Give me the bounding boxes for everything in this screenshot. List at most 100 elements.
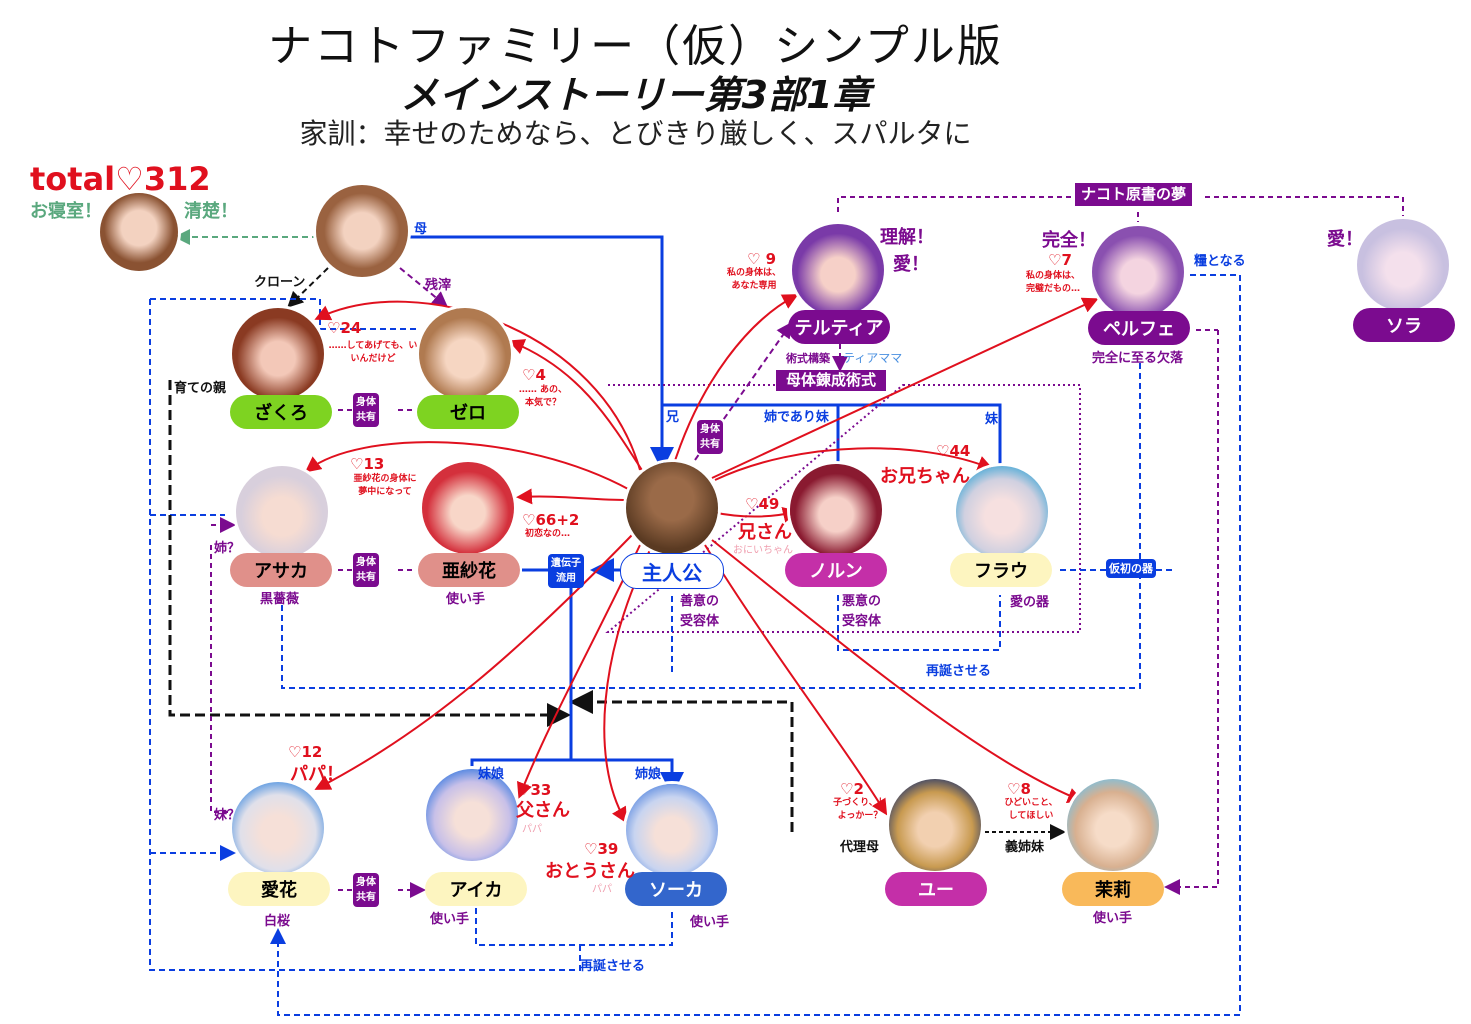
gene-reuse-badge: 遺伝子流用 (548, 554, 584, 588)
avatar-yu[interactable] (889, 779, 981, 871)
avatar-asaka[interactable] (236, 466, 328, 558)
label-younger-sister-q: 妹？ (214, 808, 241, 823)
affection-tertia: ♡ 9 (747, 250, 777, 268)
avatar-zero[interactable] (419, 308, 511, 400)
avatar-frau[interactable] (956, 466, 1048, 558)
label-surrogate: 代理母 (840, 840, 880, 855)
name-perfe[interactable]: ペルフェ (1088, 311, 1190, 345)
label-nourish: 糧となる (1194, 254, 1246, 269)
total-value: 312 (143, 160, 211, 198)
total-left-note: お寝室！ (30, 201, 102, 222)
label-sister-both: 姉であり妹 (764, 410, 829, 425)
quote-perfe: 私の身体は、完璧だもの… (1025, 271, 1080, 294)
aika-call-reading: パパ (522, 824, 542, 835)
name-aika-hana[interactable]: 愛花 (228, 872, 330, 906)
avatar-mari[interactable] (1067, 779, 1159, 871)
affection-zakuro: ♡24 (327, 319, 362, 337)
aika-hana-subtitle: 白桜 (264, 914, 291, 929)
quote-zero: …… あの、本気で？ (518, 385, 568, 408)
perfe-shout: 完全！ (1042, 230, 1096, 251)
avatar-sora[interactable] (1357, 219, 1449, 311)
soka-role: 使い手 (690, 915, 730, 930)
label-spell-build: 術式構築 (786, 352, 830, 365)
perfe-subtitle: 完全に至る欠落 (1092, 351, 1184, 366)
frau-subtitle: 愛の器 (1010, 595, 1050, 610)
total-label: total (30, 160, 116, 198)
avatar-aika-hana[interactable] (232, 782, 324, 874)
label-sister-in-law: 義姉妹 (1005, 840, 1045, 855)
badge-line: 共有 (356, 412, 376, 423)
name-protagonist[interactable]: 主人公 (620, 553, 724, 589)
diagram-title: ナコトファミリー（仮）シンプル版 (268, 21, 1003, 72)
norn-sub1: 悪意の (842, 594, 882, 609)
name-sora[interactable]: ソラ (1353, 308, 1455, 342)
name-aika[interactable]: アイカ (425, 872, 527, 906)
avatar-tertia[interactable] (792, 224, 884, 316)
label-elder-sister-q: 姉？ (214, 541, 241, 556)
name-zero[interactable]: ゼロ (417, 395, 519, 429)
avatar-zakuro[interactable] (232, 308, 324, 400)
name-frau[interactable]: フラウ (950, 553, 1052, 587)
body-share-badge: 身体共有 (353, 553, 379, 587)
label-tia-mama: ティアママ (843, 351, 903, 365)
badge-line: 共有 (356, 572, 376, 583)
affection-zero: ♡4 (522, 366, 546, 384)
avatar-norn[interactable] (790, 464, 882, 556)
tertia-shout-love: 愛！ (893, 254, 929, 275)
label-mother: 母 (414, 222, 428, 237)
badge-line: 遺伝子 (551, 558, 581, 569)
affection-asaka: ♡13 (350, 455, 385, 473)
name-tertia[interactable]: テルティア (788, 310, 890, 344)
tertia-shout-understand: 理解！ (880, 227, 934, 248)
protagonist-sub2: 受容体 (680, 614, 720, 629)
name-soka[interactable]: ソーカ (625, 872, 727, 906)
quote-mari: ひどいこと、してほしい (1004, 798, 1058, 821)
name-norn[interactable]: ノルン (785, 553, 887, 587)
name-asaka[interactable]: アサカ (230, 553, 332, 587)
avatar-soka[interactable] (626, 784, 718, 876)
label-rebirth: 再誕させる (580, 959, 646, 974)
avatar-protagonist[interactable] (626, 462, 718, 554)
heart-icon: ♡ (115, 160, 144, 198)
badge-line: 流用 (556, 573, 576, 584)
total-right-note: 清楚！ (184, 201, 238, 222)
badge-line: 共有 (356, 892, 376, 903)
sora-shout: 愛！ (1327, 229, 1363, 250)
asaka-hana-role: 使い手 (446, 592, 486, 607)
avatar-clone[interactable] (100, 193, 178, 271)
name-asaka-hana[interactable]: 亜紗花 (418, 553, 520, 587)
temporary-vessel-badge: 仮初の器 (1106, 559, 1156, 578)
badge-line: 身体 (700, 424, 720, 435)
name-mari[interactable]: 茉莉 (1062, 872, 1164, 906)
label-sister: 妹 (985, 412, 999, 427)
soka-call-reading: パパ (592, 884, 612, 895)
name-zakuro[interactable]: ざくろ (230, 395, 332, 429)
aika-call: 父さん (516, 800, 570, 821)
avatar-asaka-hana[interactable] (422, 462, 514, 554)
label-elder-daughter: 姉娘 (635, 767, 662, 782)
body-share-badge: 身体共有 (353, 393, 379, 427)
avatar-mother[interactable] (316, 185, 408, 277)
affection-mari: ♡8 (1007, 780, 1031, 798)
label-rebirth: 再誕させる (926, 664, 992, 679)
label-brother: 兄 (666, 410, 680, 425)
affection-frau: ♡44 (936, 442, 971, 460)
family-motto: 家訓：幸せのためなら、とびきり厳しく、スパルタに (299, 117, 972, 150)
affection-soka: ♡39 (584, 840, 619, 858)
avatar-perfe[interactable] (1092, 226, 1184, 318)
norn-sub2: 受容体 (842, 614, 882, 629)
affection-aika: ♡33 (517, 781, 552, 799)
label-remnant: 残滓 (425, 278, 452, 293)
mari-role: 使い手 (1093, 911, 1133, 926)
name-yu[interactable]: ユー (885, 872, 987, 906)
affection-yu: ♡2 (840, 780, 864, 798)
mother-spell-badge: 母体錬成術式 (776, 370, 887, 391)
badge-line: 共有 (700, 439, 720, 450)
affection-perfe: ♡7 (1048, 251, 1072, 269)
aika-hana-call: パパ！ (290, 764, 344, 785)
asaka-subtitle: 黒薔薇 (260, 592, 300, 607)
badge-line: 身体 (356, 397, 376, 408)
avatar-aika[interactable] (426, 769, 518, 861)
